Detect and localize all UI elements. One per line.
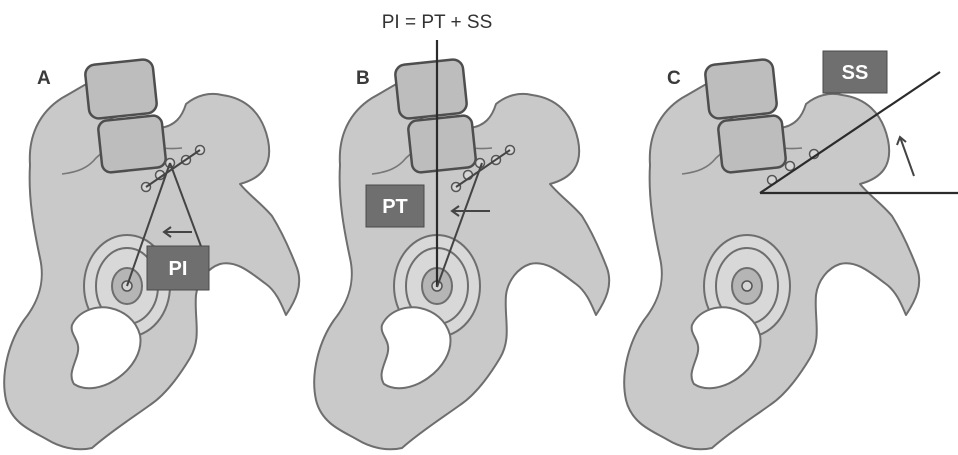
ss-label: SS	[842, 62, 869, 84]
panel-letter-b: B	[356, 68, 370, 89]
formula-title: PI = PT + SS	[382, 12, 493, 33]
panel-letter-c: C	[667, 68, 681, 89]
pi-label: PI	[169, 258, 188, 280]
panel-a: PI A	[4, 59, 299, 450]
pt-label: PT	[382, 196, 408, 218]
panel-letter-a: A	[37, 68, 51, 89]
panel-c: SS C	[624, 51, 958, 449]
panel-b: PT B	[314, 40, 609, 449]
up-arrow-icon	[897, 137, 914, 176]
